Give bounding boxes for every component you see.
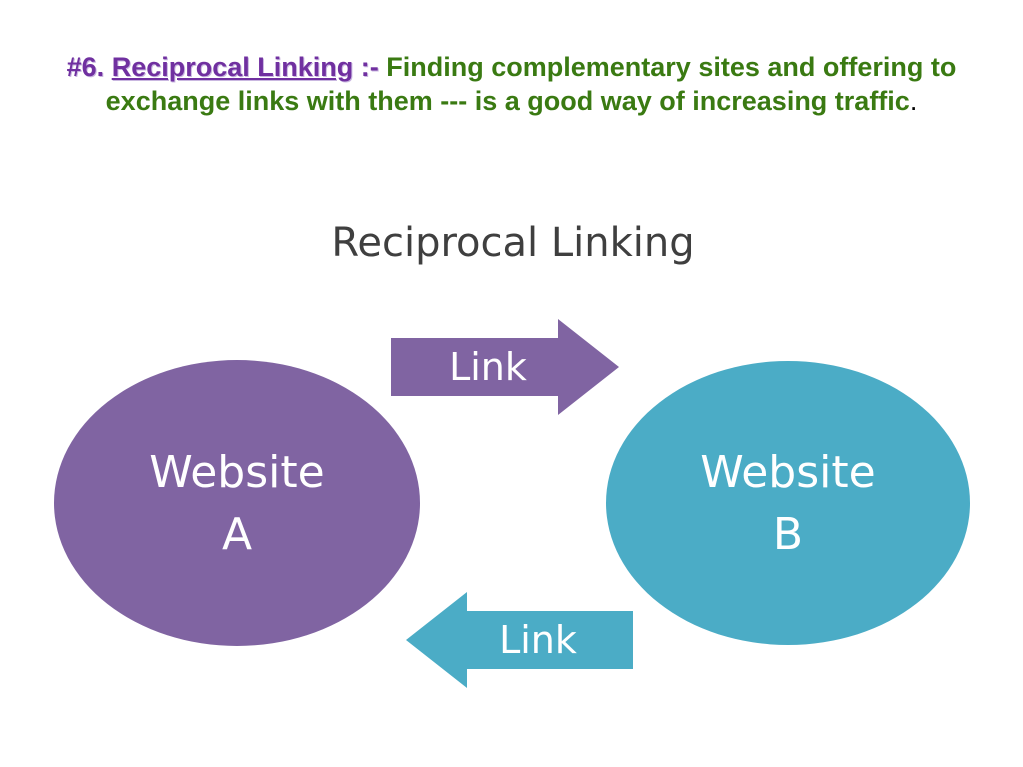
slide-heading: #6. Reciprocal Linking :- Finding comple… bbox=[10, 50, 1013, 118]
diagram-title: Reciprocal Linking bbox=[331, 220, 694, 266]
heading-description: Finding complementary sites and offering… bbox=[105, 52, 957, 116]
link-arrow-right-label: Link bbox=[449, 345, 527, 389]
website-b-label-line2: B bbox=[773, 509, 803, 560]
heading-separator: :- bbox=[360, 52, 379, 82]
website-b-circle bbox=[606, 361, 970, 645]
website-a-circle bbox=[54, 360, 420, 646]
link-arrow-right-shape bbox=[391, 319, 619, 415]
website-b-node: Website B bbox=[606, 361, 970, 645]
link-arrow-right: Link bbox=[391, 319, 619, 415]
heading-period: . bbox=[909, 86, 918, 116]
website-a-node: Website A bbox=[54, 360, 420, 646]
heading-term: Reciprocal Linking bbox=[111, 52, 354, 82]
link-arrow-left-shape bbox=[406, 592, 633, 688]
link-arrow-left-label: Link bbox=[499, 618, 577, 662]
link-arrow-left: Link bbox=[406, 592, 633, 688]
website-b-label-line1: Website bbox=[700, 447, 875, 498]
heading-number: #6. bbox=[66, 52, 105, 82]
website-a-label-line1: Website bbox=[149, 447, 324, 498]
website-a-label-line2: A bbox=[222, 509, 252, 560]
